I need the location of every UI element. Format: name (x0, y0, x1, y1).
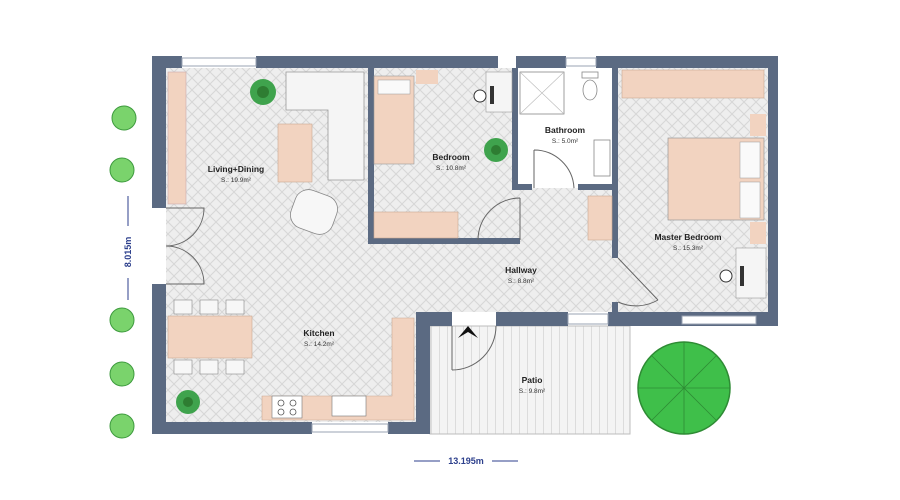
wall-top-mid (256, 56, 498, 68)
toilet (582, 79, 598, 101)
chair-3 (225, 299, 245, 315)
wall-hall-bottom-mid (496, 312, 568, 326)
room-area-patio: S.: 9.8m² (519, 388, 546, 395)
room-area-bathroom: S.: 5.0m² (552, 138, 579, 145)
chair-5 (199, 359, 219, 375)
wall-kitchen-right (416, 312, 430, 434)
room-name-kitchen: Kitchen (303, 328, 334, 338)
room-name-patio: Patio (522, 375, 543, 385)
stove (271, 395, 303, 419)
chair-4 (173, 359, 193, 375)
wall-top-far (596, 56, 776, 68)
dining-table (167, 315, 253, 359)
chair-bedroom (473, 89, 487, 103)
window-top-bath (565, 57, 597, 67)
door-entry-upper (165, 207, 205, 247)
room-area-bedroom: S.: 10.8m² (436, 165, 467, 172)
entry-arrow-icon (458, 326, 478, 338)
wall-master-low (612, 302, 618, 316)
kitchen-sink (331, 395, 367, 417)
chair-2 (199, 299, 219, 315)
tree-icon (637, 341, 731, 435)
wardrobe-bedroom (373, 211, 459, 239)
shrubs-left (109, 105, 137, 439)
hall-cabinet (587, 195, 613, 241)
pillow-1 (739, 141, 761, 179)
height-dimension-label: 8.015m (123, 237, 133, 268)
chair-master (719, 269, 733, 283)
door-entry-lower (165, 245, 205, 285)
wall-bath-bottom-right (578, 184, 618, 190)
chair-1 (173, 299, 193, 315)
shower-diag (519, 71, 565, 115)
master-wardrobe (621, 69, 765, 99)
patio-floor (430, 326, 630, 434)
room-area-living: S.: 19.9m² (221, 177, 252, 184)
wall-top-right (516, 56, 566, 68)
plant-living (250, 79, 276, 105)
wall-left-top (152, 56, 166, 208)
wall-left-bottom (152, 284, 166, 434)
door-patio (451, 325, 497, 371)
wall-right (768, 56, 778, 326)
room-area-kitchen: S.: 14.2m² (304, 341, 335, 348)
room-area-master: S.: 15.3m² (673, 245, 704, 252)
wall-bedroom-bath (512, 68, 518, 190)
walls (152, 56, 778, 434)
plant-kitchen (176, 390, 200, 414)
bath-sink (593, 139, 611, 177)
living-cabinet (167, 71, 187, 205)
room-name-living: Living+Dining (208, 164, 264, 174)
door-bathroom (533, 149, 575, 189)
wall-bedroom-bottom (368, 238, 520, 244)
windows (181, 57, 757, 433)
door-master (617, 257, 659, 307)
room-name-bathroom: Bathroom (545, 125, 586, 135)
doors (165, 149, 659, 371)
window-top-living (181, 57, 257, 67)
sofa (285, 71, 365, 181)
chair-6 (225, 359, 245, 375)
dining-chairs (173, 299, 245, 375)
desk-bedroom (485, 71, 513, 113)
room-name-hallway: Hallway (505, 265, 537, 275)
window-hall (567, 313, 609, 325)
nightstand-2 (750, 222, 766, 244)
monitor-master (740, 266, 744, 286)
bed-pillow (377, 79, 411, 95)
nightstand-1 (750, 114, 766, 136)
wall-hall-bottom-left (416, 312, 452, 326)
plant-bedroom (484, 138, 508, 162)
burners (277, 399, 297, 416)
wall-living-bedroom (368, 68, 374, 244)
monitor-bedroom (490, 86, 494, 104)
room-name-bedroom: Bedroom (432, 152, 470, 162)
shelf-bedroom (416, 70, 438, 84)
room-name-master: Master Bedroom (654, 232, 722, 242)
pillow-2 (739, 181, 761, 219)
wall-bath-bottom (512, 184, 532, 190)
width-dimension-label: 13.195m (448, 456, 484, 466)
window-bottom-kitchen (311, 423, 389, 433)
wall-bottom-left (152, 422, 312, 434)
door-bedroom (477, 197, 521, 241)
wall-bath-master (612, 68, 618, 258)
coffee-table (277, 123, 313, 183)
toilet-tank (581, 71, 599, 79)
room-area-hallway: S.: 8.8m² (508, 278, 535, 285)
window-master-bottom (681, 315, 757, 325)
armchair (290, 189, 338, 235)
